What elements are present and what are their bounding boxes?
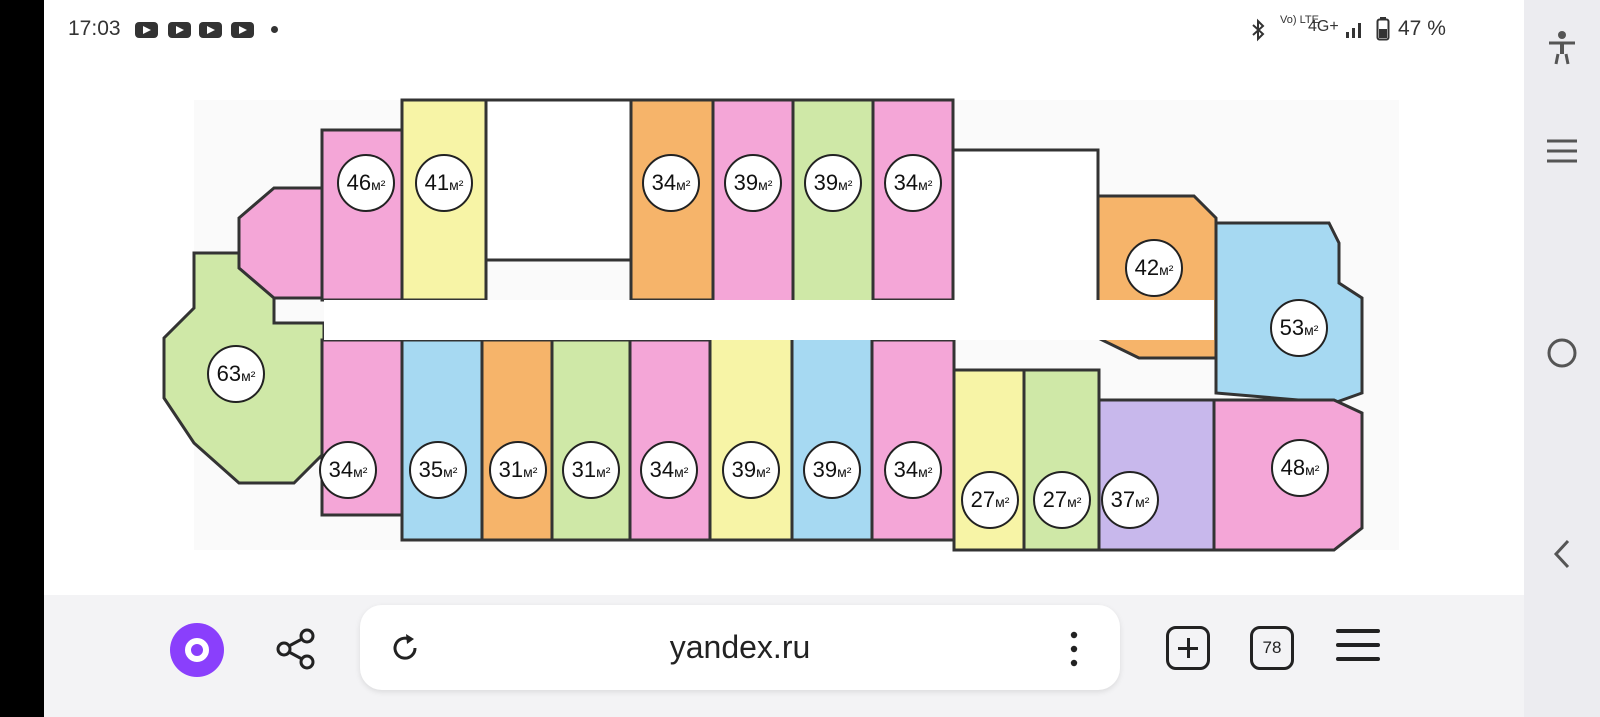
- apartment-31-b: [550, 338, 632, 542]
- new-tab-button[interactable]: [1166, 626, 1210, 670]
- more-options-icon[interactable]: [1068, 629, 1080, 669]
- svg-text:46м²: 46м²: [347, 170, 386, 195]
- status-bar: 17:03 Vo) LTE 4G+ 47 %: [44, 0, 1524, 58]
- area-badge-42: 42м²: [1125, 239, 1183, 297]
- svg-text:34м²: 34м²: [329, 457, 368, 482]
- stairwell-left: [484, 98, 633, 262]
- recent-apps-icon[interactable]: [1524, 138, 1600, 164]
- system-navigation-bar: [1524, 0, 1600, 717]
- area-unit: м²: [523, 464, 538, 480]
- apartment-39-bottom-b: [790, 318, 874, 542]
- area-badge-53: 53м²: [1270, 299, 1328, 357]
- battery-icon: [1376, 17, 1390, 41]
- svg-text:42м²: 42м²: [1135, 255, 1174, 280]
- area-badge-35: 35м²: [409, 441, 467, 499]
- clock: 17:03: [68, 17, 121, 40]
- more-notifications-icon: [271, 26, 278, 33]
- tabs-count-button[interactable]: 78: [1250, 626, 1294, 670]
- area-badge-39-top-b: 39м²: [804, 154, 862, 212]
- home-icon[interactable]: [1524, 336, 1600, 370]
- area-badge-63: 63м²: [207, 345, 265, 403]
- network-type: 4G+: [1308, 18, 1339, 35]
- svg-text:37м²: 37м²: [1111, 487, 1150, 512]
- browser-toolbar: yandex.ru 78: [44, 595, 1524, 717]
- area-badge-46: 46м²: [337, 154, 395, 212]
- area-badge-31-a: 31м²: [489, 441, 547, 499]
- area-unit: м²: [758, 177, 773, 193]
- area-unit: м²: [674, 464, 689, 480]
- area-unit: м²: [676, 177, 691, 193]
- area-badge-27-a: 27м²: [961, 471, 1019, 529]
- area-badge-27-b: 27м²: [1033, 471, 1091, 529]
- youtube-icon: [199, 22, 222, 38]
- area-badge-34-bottom-b: 34м²: [640, 441, 698, 499]
- area-unit: м²: [449, 177, 464, 193]
- reload-icon[interactable]: [388, 631, 422, 665]
- svg-text:39м²: 39м²: [734, 170, 773, 195]
- url-text[interactable]: yandex.ru: [669, 629, 811, 665]
- area-badge-39-bottom-b: 39м²: [803, 441, 861, 499]
- area-badge-34-top-a: 34м²: [642, 154, 700, 212]
- youtube-icon: [168, 22, 191, 38]
- area-unit: м²: [918, 464, 933, 480]
- svg-text:48м²: 48м²: [1281, 455, 1320, 480]
- alice-assistant-button[interactable]: [170, 623, 224, 677]
- svg-text:31м²: 31м²: [572, 457, 611, 482]
- bluetooth-icon: [1252, 18, 1265, 42]
- signal-icon: [1346, 23, 1361, 38]
- area-badge-34-bottom-c: 34м²: [884, 441, 942, 499]
- apartment-35: [400, 338, 484, 542]
- area-badge-34-top-b: 34м²: [884, 154, 942, 212]
- youtube-icon: [231, 22, 254, 38]
- menu-icon[interactable]: [1336, 629, 1380, 663]
- area-unit: м²: [1135, 494, 1150, 510]
- area-badge-37: 37м²: [1101, 471, 1159, 529]
- svg-text:35м²: 35м²: [419, 457, 458, 482]
- area-unit: м²: [918, 177, 933, 193]
- area-unit: м²: [1304, 322, 1319, 338]
- apartment-39-bottom-a: [708, 318, 794, 542]
- floor-plan: 46м² 41м² 34м² 39м² 39м² 34м² 63м² 42м² …: [162, 98, 1399, 552]
- area-badge-39-bottom-a: 39м²: [722, 441, 780, 499]
- volte-indicator: Vo) LTE: [1280, 14, 1319, 26]
- apartment-31-a: [480, 338, 554, 542]
- share-icon[interactable]: [274, 627, 318, 671]
- youtube-icon: [135, 22, 158, 38]
- apartment-34-bottom-c: [870, 338, 956, 542]
- area-unit: м²: [353, 464, 368, 480]
- area-unit: м²: [756, 464, 771, 480]
- area-unit: м²: [443, 464, 458, 480]
- phone-screen: 17:03 Vo) LTE 4G+ 47 %: [44, 0, 1524, 717]
- area-badge-41: 41м²: [415, 154, 473, 212]
- area-unit: м²: [1159, 262, 1174, 278]
- apartment-34-bottom-b: [628, 338, 712, 542]
- area-unit: м²: [995, 494, 1010, 510]
- battery-percent: 47 %: [1398, 17, 1446, 40]
- address-bar[interactable]: yandex.ru: [360, 605, 1120, 690]
- area-unit: м²: [838, 177, 853, 193]
- back-icon[interactable]: [1524, 538, 1600, 570]
- area-badge-34-bottom-a: 34м²: [319, 441, 377, 499]
- area-unit: м²: [371, 177, 386, 193]
- area-badge-31-b: 31м²: [562, 441, 620, 499]
- area-unit: м²: [837, 464, 852, 480]
- area-badge-48: 48м²: [1271, 439, 1329, 497]
- area-unit: м²: [1067, 494, 1082, 510]
- accessibility-icon[interactable]: [1524, 30, 1600, 66]
- area-unit: м²: [1305, 462, 1320, 478]
- area-badge-39-top-a: 39м²: [724, 154, 782, 212]
- floor-plan-image[interactable]: 46м² 41м² 34м² 39м² 39м² 34м² 63м² 42м² …: [44, 58, 1524, 593]
- area-unit: м²: [596, 464, 611, 480]
- area-unit: м²: [241, 368, 256, 384]
